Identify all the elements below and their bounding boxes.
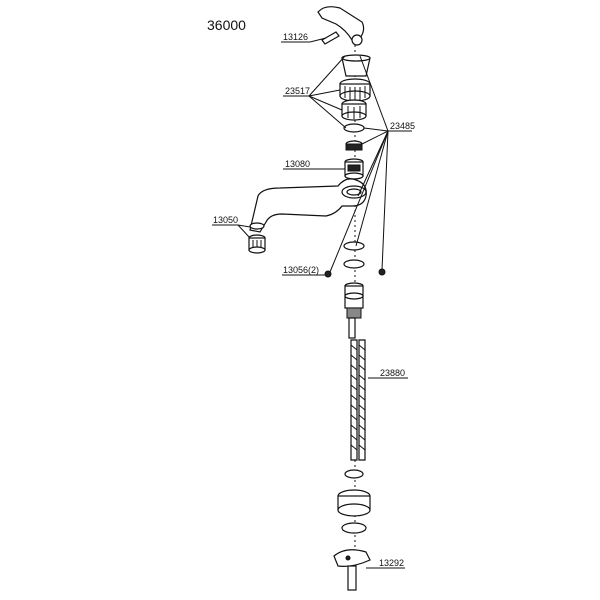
leader-23485-c [361, 130, 389, 145]
label-23517: 23517 [285, 86, 310, 96]
cartridge-top [345, 140, 363, 151]
cartridge-13080 [344, 158, 364, 180]
leader-23517-b [308, 89, 341, 97]
cartridge-nut [341, 99, 367, 121]
leader-23517-a [308, 55, 346, 97]
washer-1 [343, 123, 365, 133]
leader-13050-b [237, 224, 251, 239]
screw-13126 [321, 31, 340, 45]
flex-hoses-23880 [350, 339, 366, 461]
label-13050: 13050 [213, 215, 238, 225]
leader-23517-c [308, 95, 343, 111]
leader-23485-g [381, 130, 389, 271]
base-washer [344, 469, 364, 479]
mounting-nut [337, 489, 371, 517]
leader-23485-d [357, 130, 389, 197]
leader-23485-b [363, 127, 389, 132]
lever-handle [317, 6, 365, 41]
leader-23517-d [308, 95, 347, 129]
tap-body [344, 282, 364, 319]
leader-13050-a [237, 224, 251, 228]
label-13292: 13292 [379, 558, 404, 568]
label-23880: 23880 [380, 368, 405, 378]
handle-cap [351, 34, 363, 46]
aerator-13050 [248, 222, 266, 254]
ring-nut [339, 78, 371, 102]
diagram-title: 36000 [207, 17, 246, 33]
label-13080: 13080 [285, 159, 310, 169]
leader-23485-f [329, 130, 389, 273]
bracket-13292 [333, 549, 371, 567]
label-13056: 13056(2) [283, 265, 319, 275]
o-ring-1 [343, 241, 365, 251]
label-13056-number: 13056 [283, 265, 308, 275]
label-13056-qty: (2) [308, 265, 319, 275]
base-o-ring [341, 522, 367, 534]
set-screw-left [324, 270, 332, 278]
o-ring-2 [343, 259, 365, 269]
leader-13126 [309, 37, 327, 43]
leader-23485-e [355, 130, 389, 247]
label-13126: 13126 [283, 32, 308, 42]
mounting-stud [347, 565, 357, 591]
leader-23485-a [359, 55, 389, 132]
threaded-stud [348, 317, 356, 339]
label-23485: 23485 [390, 121, 415, 131]
spout [249, 178, 367, 233]
